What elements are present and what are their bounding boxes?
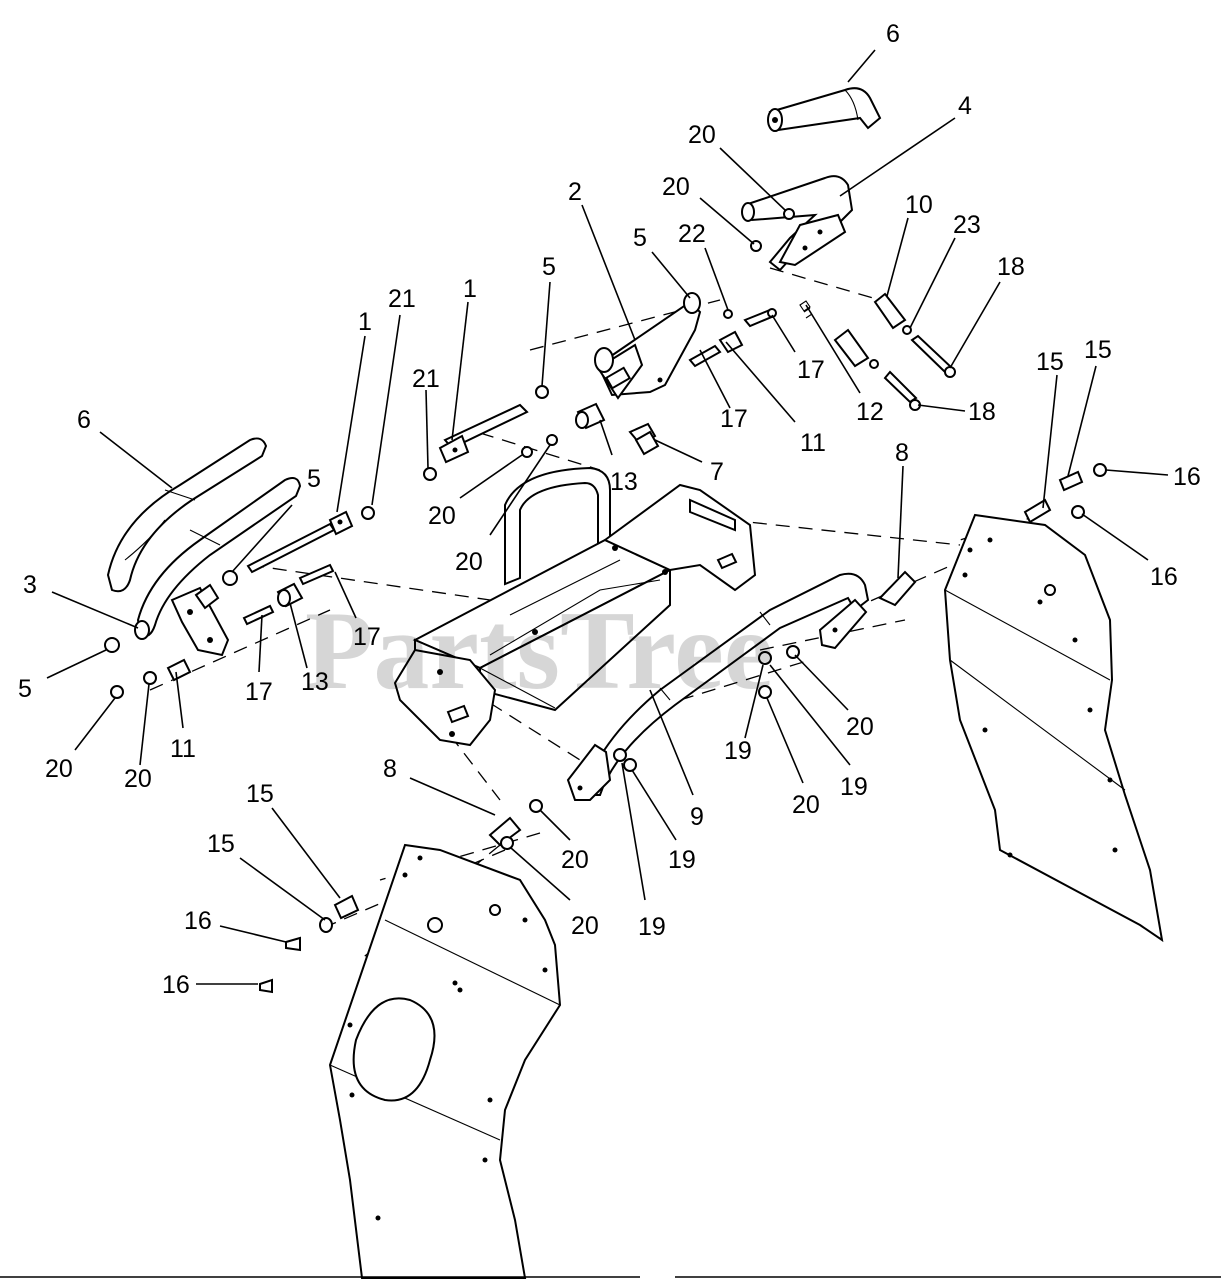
callout-labels: 6 4 20 20 10 23 18 2 5 22 5 1 21 1 21 17 <box>18 20 1201 999</box>
callout-20-d: 20 <box>455 548 483 576</box>
callout-1-a: 1 <box>463 275 477 303</box>
callout-15-c: 15 <box>246 780 274 808</box>
callout-17-a: 17 <box>797 356 825 384</box>
callout-16-c: 16 <box>184 907 212 935</box>
callout-11-a: 11 <box>800 429 826 457</box>
callout-21-a: 21 <box>388 285 416 313</box>
storage-tray-assembly <box>393 466 757 747</box>
callout-2: 2 <box>568 178 582 206</box>
right-side-panel <box>943 463 1164 943</box>
callout-16-b: 16 <box>1150 563 1178 591</box>
callout-10: 10 <box>905 191 933 219</box>
callout-3: 3 <box>23 571 37 599</box>
callout-19-d: 19 <box>638 913 666 941</box>
callout-15-d: 15 <box>207 830 235 858</box>
left-grip-assembly <box>106 437 302 657</box>
callout-11-b: 11 <box>170 735 196 763</box>
callout-20-c: 20 <box>428 502 456 530</box>
callout-1-b: 1 <box>358 308 372 336</box>
callout-4: 4 <box>958 92 972 120</box>
callout-20-a: 20 <box>688 121 716 149</box>
callout-16-a: 16 <box>1173 463 1201 491</box>
callout-20-i: 20 <box>561 846 589 874</box>
callout-6-top: 6 <box>886 20 900 48</box>
pivot-shaft-part-1-upper <box>423 385 657 481</box>
callout-19-c: 19 <box>668 846 696 874</box>
watermark-text: PartsTree <box>305 589 774 713</box>
callout-21-b: 21 <box>412 365 440 393</box>
callout-15-a: 15 <box>1036 348 1064 376</box>
callout-12: 12 <box>856 398 884 426</box>
callout-20-f: 20 <box>45 755 73 783</box>
callout-18-b: 18 <box>968 398 996 426</box>
right-hardware-group <box>488 430 917 850</box>
left-side-panel <box>259 843 562 1279</box>
callout-15-b: 15 <box>1084 336 1112 364</box>
callout-5-b: 5 <box>542 253 556 281</box>
pivot-bracket-part-2 <box>594 292 777 400</box>
callout-13-b: 13 <box>301 668 329 696</box>
callout-18-a: 18 <box>997 253 1025 281</box>
callout-13-a: 13 <box>610 468 638 496</box>
left-hardware-group <box>104 506 375 699</box>
callout-7: 7 <box>710 458 724 486</box>
callout-5-d: 5 <box>18 675 32 703</box>
callout-17-b: 17 <box>720 405 748 433</box>
callout-8-a: 8 <box>895 439 909 467</box>
hand-grip-part-6 <box>767 87 882 132</box>
callout-16-d: 16 <box>162 971 190 999</box>
pin-and-spring-parts <box>799 292 956 411</box>
callout-23: 23 <box>953 211 981 239</box>
callout-20-b: 20 <box>662 173 690 201</box>
callout-22: 22 <box>678 220 706 248</box>
callout-20-h: 20 <box>792 791 820 819</box>
handle-part-4 <box>741 175 854 272</box>
callout-8-b: 8 <box>383 755 397 783</box>
callout-17-c: 17 <box>353 623 381 651</box>
callout-20-j: 20 <box>571 912 599 940</box>
callout-5-c: 5 <box>307 465 321 493</box>
callout-19-b: 19 <box>840 773 868 801</box>
callout-6-left: 6 <box>77 406 91 434</box>
callout-19-a: 19 <box>724 737 752 765</box>
handle-bar-part-9 <box>566 572 870 801</box>
callout-20-e: 20 <box>846 713 874 741</box>
callout-5-a: 5 <box>633 224 647 252</box>
callout-9: 9 <box>690 803 704 831</box>
callout-20-g: 20 <box>124 765 152 793</box>
callout-17-d: 17 <box>245 678 273 706</box>
